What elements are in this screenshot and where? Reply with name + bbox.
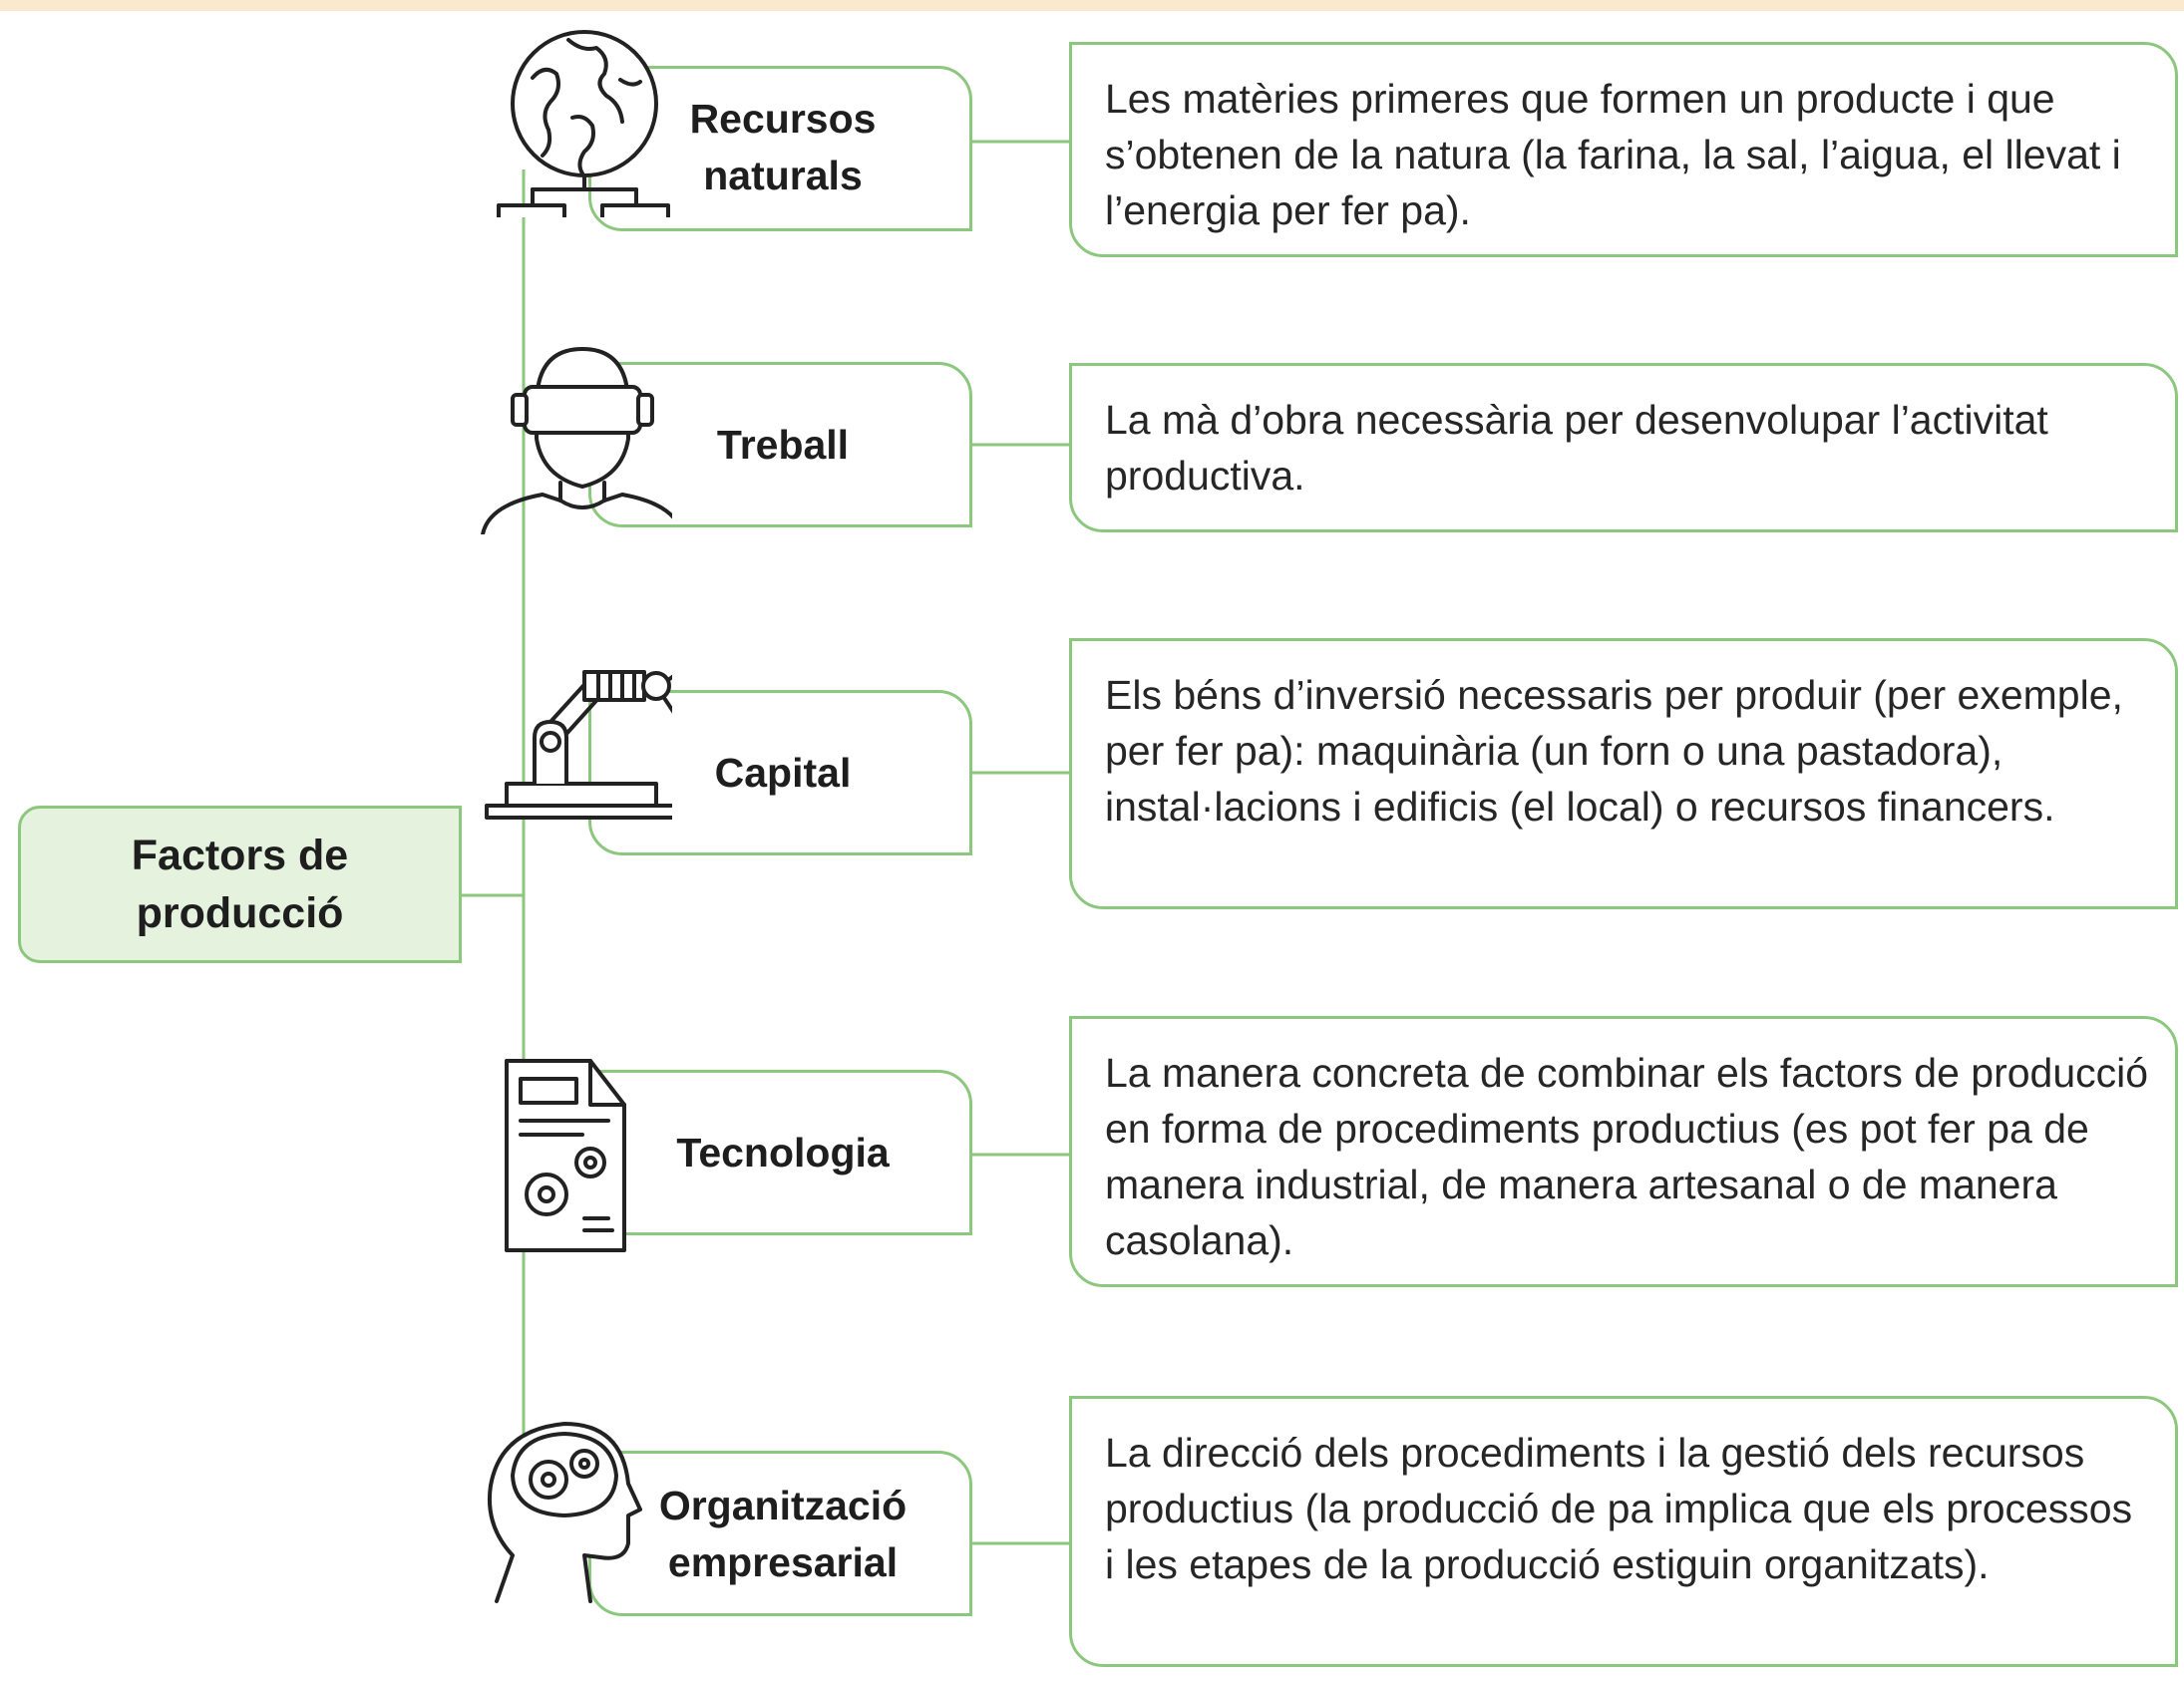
document-gears-icon: [473, 1055, 672, 1254]
globe-network-icon: [473, 18, 672, 259]
desc-box-organitzacio-empresarial: La direcció dels procediments i la gesti…: [1069, 1396, 2178, 1667]
root-label: Factors de producció: [131, 831, 349, 937]
factor-label-capital: Capital: [714, 750, 852, 796]
head-gears-icon: [473, 1406, 672, 1605]
factor-box-organitzacio-empresarial: [588, 1451, 972, 1616]
desc-box-recursos-naturals: Les matèries primeres que formen un prod…: [1069, 42, 2178, 257]
factor-label-treball: Treball: [716, 422, 850, 468]
factor-label-organitzacio-empresarial: Organització empresarial: [658, 1483, 908, 1586]
worker-goggles-icon: [473, 335, 684, 536]
factor-label-tecnologia: Tecnologia: [676, 1130, 890, 1176]
root-node: Factors de producció: [18, 806, 462, 963]
factor-label-recursos-naturals: Recursos naturals: [689, 96, 877, 199]
desc-box-capital: Els béns d’inversió necessaris per produ…: [1069, 638, 2178, 909]
factor-box-capital: [588, 690, 972, 855]
robotic-arm-icon: [473, 638, 700, 838]
factor-box-tecnologia: [588, 1070, 972, 1235]
desc-box-tecnologia: La manera concreta de combinar els facto…: [1069, 1016, 2178, 1287]
top-band: [0, 0, 2184, 11]
desc-box-treball: La mà d’obra necessària per desenvolupar…: [1069, 363, 2178, 532]
